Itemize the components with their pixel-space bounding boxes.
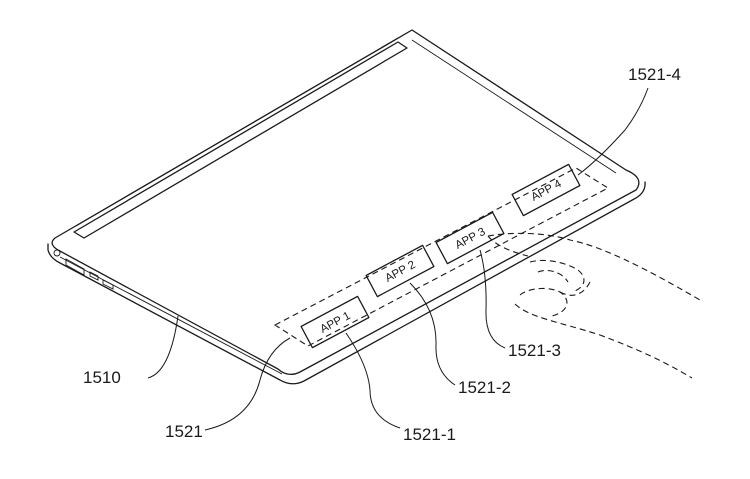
leader-1510 <box>147 315 179 379</box>
laptop-lid-outline <box>51 29 640 376</box>
app-tile-2: APP 2 <box>365 244 435 298</box>
side-ports <box>53 249 114 290</box>
leader-1521-1 <box>345 332 401 429</box>
lid-top-edge <box>411 39 617 174</box>
hinge-bar <box>73 41 408 239</box>
leader-1521-3 <box>479 249 506 349</box>
hinge-bar-inner <box>75 37 399 227</box>
label-1521-3: 1521-3 <box>508 341 561 360</box>
leader-1521-4 <box>577 87 649 176</box>
label-1521-1: 1521-1 <box>403 425 456 444</box>
app-panel-region <box>273 167 610 347</box>
label-1521-4: 1521-4 <box>628 65 681 84</box>
laptop-front-edge <box>47 181 646 385</box>
leader-1521 <box>204 337 291 431</box>
leader-1521-2 <box>409 282 456 386</box>
app-tile-4-label: APP 4 <box>529 178 564 204</box>
label-1521: 1521 <box>165 422 203 441</box>
pointing-hand <box>487 232 701 379</box>
label-1521-2: 1521-2 <box>458 378 511 397</box>
label-1510: 1510 <box>83 368 121 387</box>
app-tile-3: APP 3 <box>435 211 505 265</box>
laptop-bottom-line <box>59 256 283 375</box>
